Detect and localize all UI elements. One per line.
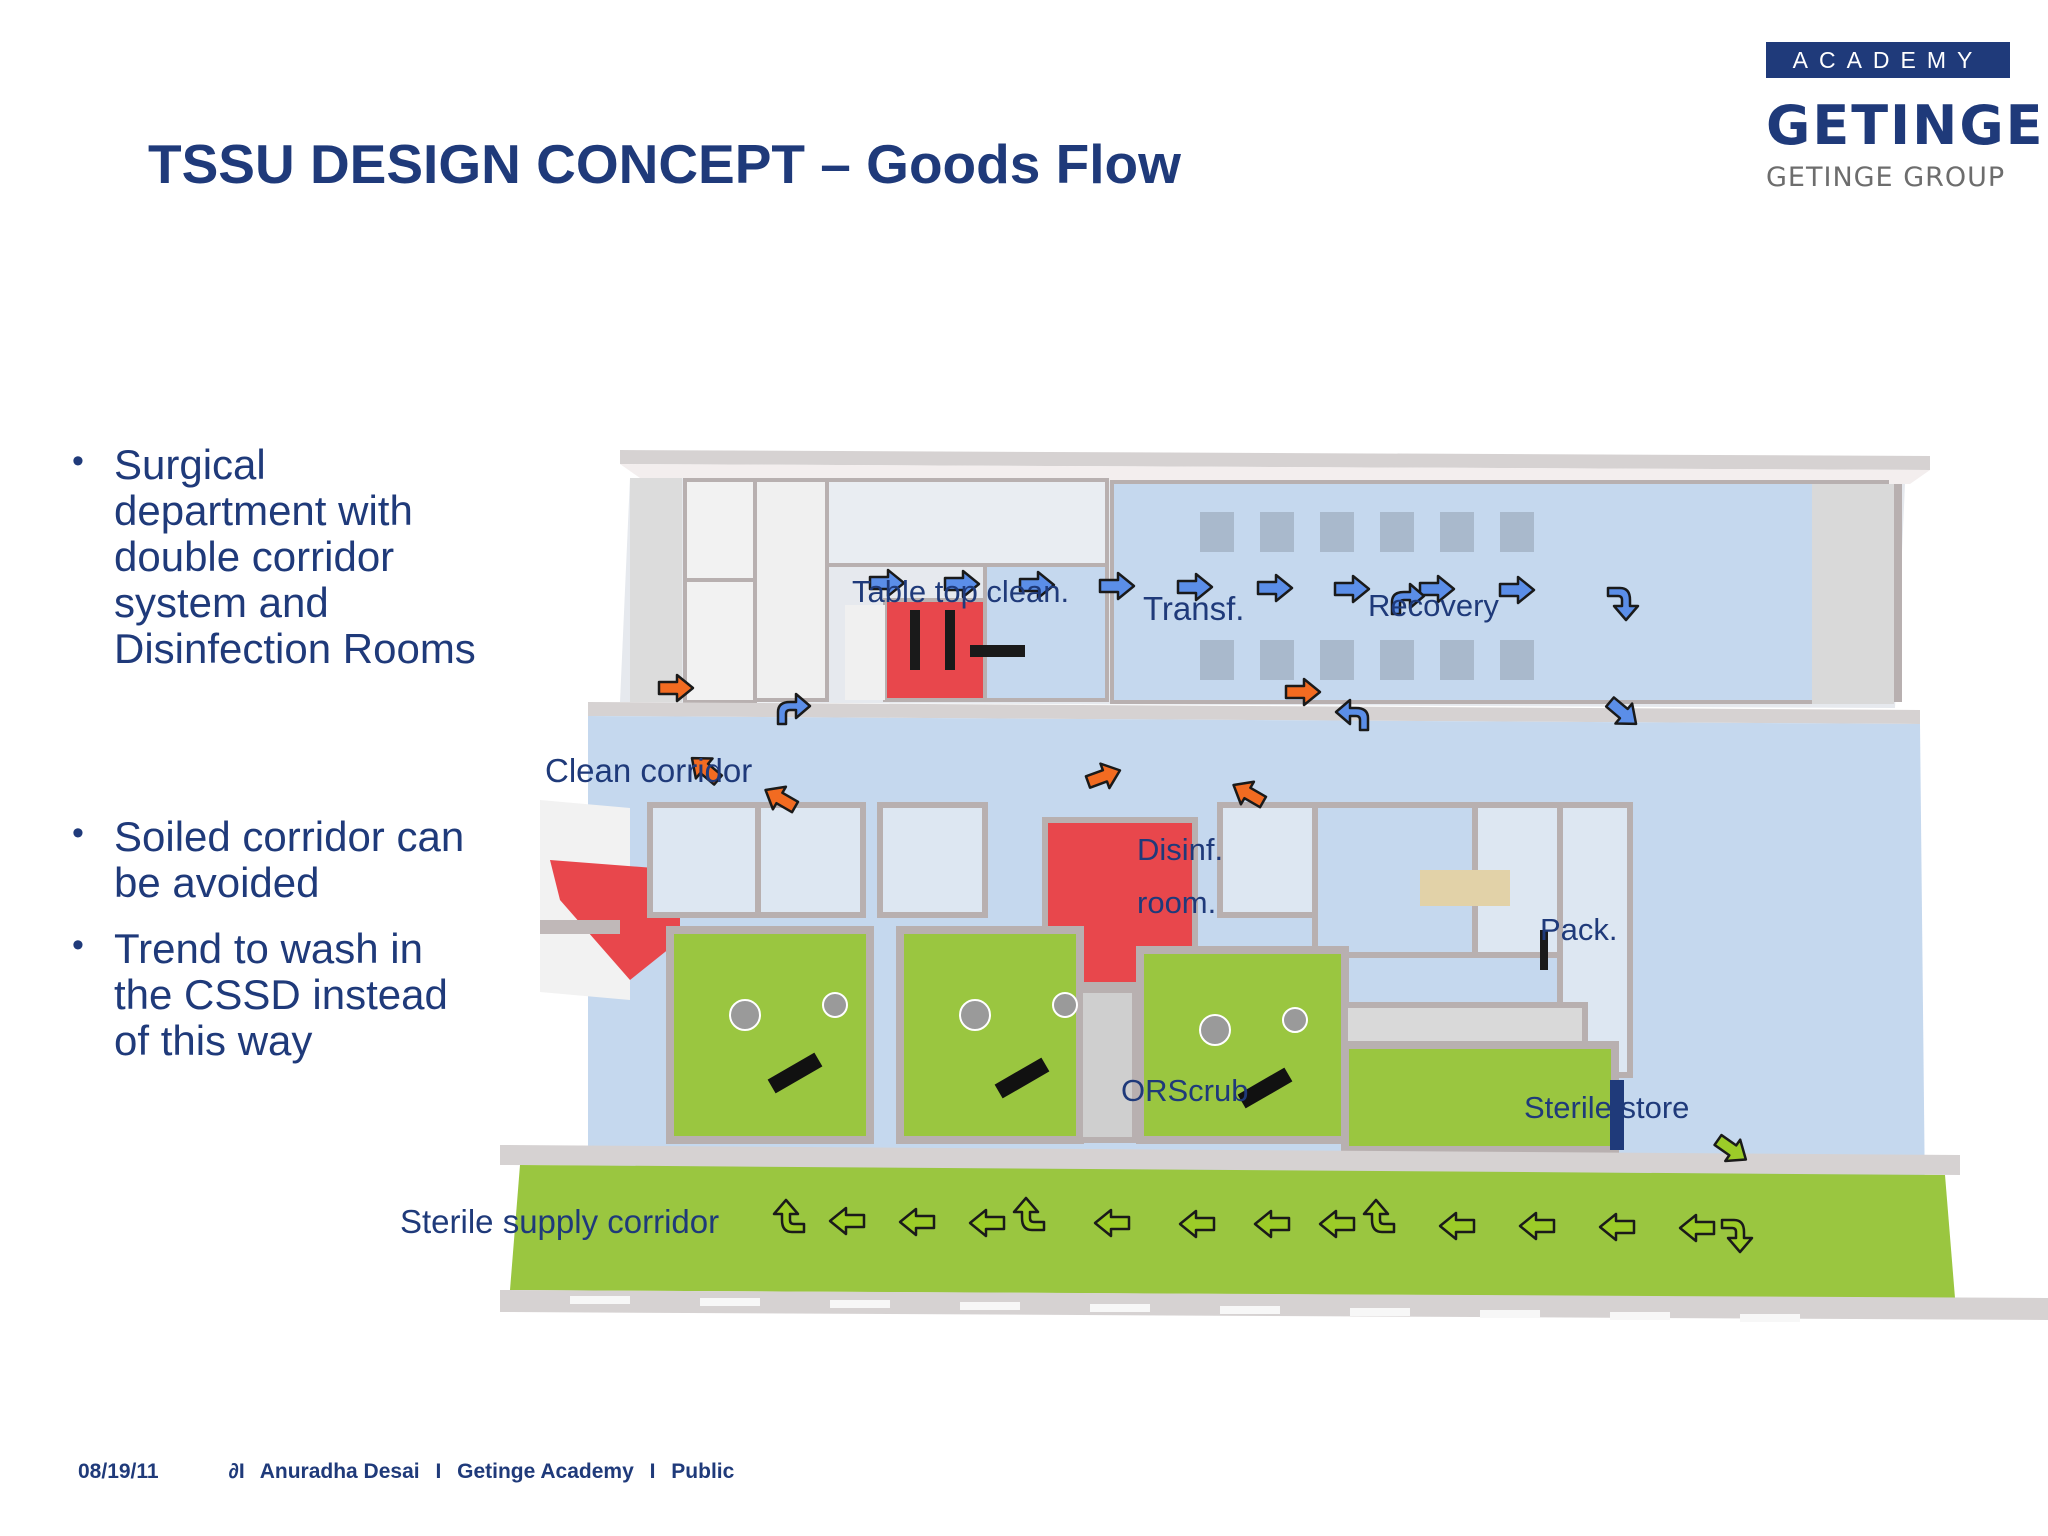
label-sterile-supply-corridor: Sterile supply corridor: [400, 1203, 720, 1240]
footer-org: Getinge Academy: [457, 1460, 634, 1483]
getinge-logo: GETINGE: [1766, 94, 2045, 157]
label-table-top-clean: Table top clean.: [852, 574, 1070, 609]
bullet-item: Trend to wash in the CSSD instead of thi…: [68, 922, 488, 1064]
sterile-supply-corridor: [510, 1165, 1955, 1298]
label-sterile-store: Sterile store: [1524, 1090, 1690, 1125]
or-room-2: [896, 926, 1084, 1144]
label-clean-corridor: Clean corridor: [545, 752, 753, 789]
getinge-group-label: GETINGE GROUP: [1766, 162, 2006, 193]
table-top-clean-room: [825, 478, 1109, 567]
label-disinf-room: room.: [1137, 885, 1217, 920]
footer: 08/19/11 ∂I Anuradha Desai I Getinge Aca…: [78, 1460, 744, 1484]
page-title: TSSU DESIGN CONCEPT – Goods Flow: [148, 133, 1181, 195]
bullet-list-primary: Surgical department with double corridor…: [68, 438, 488, 672]
label-disinf: Disinf.: [1137, 832, 1224, 867]
bullet-item: Surgical department with double corridor…: [68, 438, 488, 672]
or-room-3: [1136, 946, 1349, 1144]
footer-symbol: ∂I: [228, 1460, 245, 1483]
academy-banner: ACADEMY: [1766, 42, 2010, 78]
label-pack: Pack.: [1540, 912, 1618, 947]
footer-author: Anuradha Desai: [259, 1460, 420, 1483]
north-wall: [620, 450, 1930, 470]
footer-classification: Public: [671, 1460, 735, 1483]
bullet-list-secondary: Soiled corridor can be avoided Trend to …: [68, 810, 488, 1084]
label-transf: Transf.: [1143, 590, 1245, 627]
footer-date: 08/19/11: [78, 1460, 159, 1483]
sterile-store-room: [1341, 1041, 1619, 1154]
label-orscrub: ORScrub: [1121, 1073, 1249, 1108]
or-room-1: [666, 926, 874, 1144]
label-recovery: Recovery: [1368, 588, 1499, 623]
footer-divider: I: [435, 1460, 442, 1483]
bullet-item: Soiled corridor can be avoided: [68, 810, 488, 906]
floor-plan-illustration: [500, 450, 2048, 1322]
footer-divider: I: [649, 1460, 656, 1483]
